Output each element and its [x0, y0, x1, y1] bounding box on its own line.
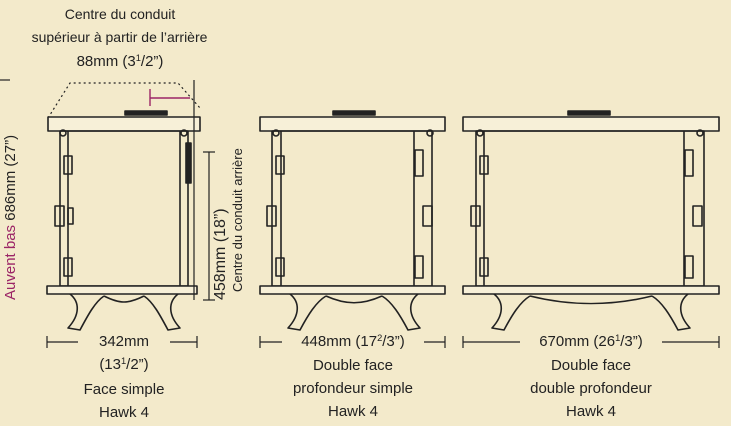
stove2-width: 448mm (172/3”)	[301, 333, 405, 351]
flue-offset-value: 88mm (31/2”)	[76, 53, 164, 71]
stove2-label-line1: Double face	[312, 357, 394, 374]
stove3-label-line3: Hawk 4	[565, 403, 617, 420]
stove1-label-line2: Hawk 4	[98, 404, 150, 421]
rear-flue-height-label: Centre du conduit arrière	[230, 148, 245, 292]
stove3-label-line1: Double face	[550, 357, 632, 374]
stove2-label-line2: profondeur simple	[292, 380, 414, 397]
flue-note-line2: supérieur à partir de l’arrière	[31, 29, 208, 45]
canopy-height-label: Auvent bas 686mm (27”)	[2, 134, 19, 300]
rear-flue-height-value: 458mm (18”)	[212, 208, 229, 300]
stove-single-face	[46, 82, 201, 331]
stove3-width: 670mm (261/3”)	[539, 333, 643, 351]
width-dimension-lines	[46, 336, 720, 348]
stove1-width-mm: 342mm	[98, 333, 150, 350]
stove2-label-line3: Hawk 4	[327, 403, 379, 420]
stove-double-face-single-depth	[259, 110, 446, 331]
stove3-label-line2: double profondeur	[530, 380, 652, 397]
stove-double-face-double-depth	[462, 110, 720, 331]
stove1-label-line1: Face simple	[83, 381, 165, 398]
stove1-width-in: (131/2”)	[99, 356, 149, 374]
flue-note-line1: Centre du conduit	[64, 6, 176, 22]
